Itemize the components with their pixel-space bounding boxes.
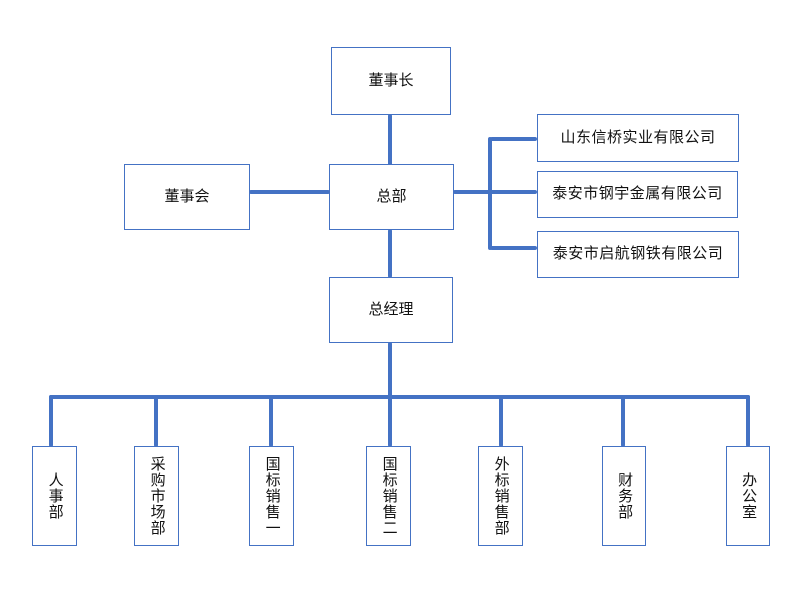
connector-drop-dept-5 [499, 395, 503, 447]
connector-drop-dept-6 [621, 395, 625, 447]
connector-stub-subsidiary-3 [490, 246, 537, 250]
node-chairman: 董事长 [331, 47, 451, 115]
connector-gm-stem [388, 342, 392, 447]
connector-drop-dept-2 [154, 395, 158, 447]
node-dept-finance: 财务部 [602, 446, 646, 546]
node-board: 董事会 [124, 164, 250, 230]
node-dept-national-sales-2: 国标销售二 [366, 446, 411, 546]
connector-chairman-to-hq [388, 114, 392, 166]
node-dept-office: 办公室 [726, 446, 770, 546]
node-subsidiary-3: 泰安市启航钢铁有限公司 [537, 231, 739, 278]
node-subsidiary-2: 泰安市钢宇金属有限公司 [537, 171, 738, 218]
connector-stub-subsidiary-1 [490, 137, 537, 141]
node-dept-external-sales: 外标销售部 [478, 446, 523, 546]
connector-drop-dept-1 [49, 395, 53, 447]
node-dept-procurement-market: 采购市场部 [134, 446, 179, 546]
node-dept-hr: 人事部 [32, 446, 77, 546]
node-dept-national-sales-1: 国标销售一 [249, 446, 294, 546]
node-subsidiary-1: 山东信桥实业有限公司 [537, 114, 739, 162]
connector-hq-to-gm [388, 229, 392, 278]
node-headquarters: 总部 [329, 164, 454, 230]
node-general-manager: 总经理 [329, 277, 453, 343]
connector-drop-dept-3 [269, 395, 273, 447]
connector-drop-dept-7 [746, 395, 750, 447]
connector-hq-to-bracket [453, 190, 492, 194]
connector-board-to-hq [249, 190, 330, 194]
connector-distribution-bar [49, 395, 750, 399]
connector-stub-subsidiary-2 [490, 190, 537, 194]
